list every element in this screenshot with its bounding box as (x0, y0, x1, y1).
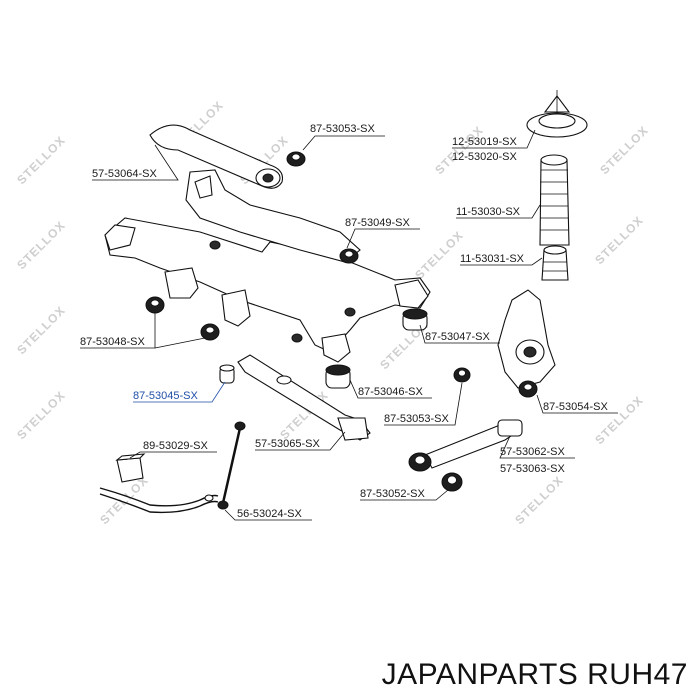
watermark-text: STELLOX (14, 133, 68, 187)
label-87-53047-SX: 87-53047-SX (419, 324, 500, 344)
label-87-53046-SX: 87-53046-SX (349, 379, 432, 399)
watermark-text: STELLOX (14, 218, 68, 272)
label-57-53062-SX: 57-53062-SX (499, 435, 575, 459)
watermark-text: STELLOX (592, 213, 646, 267)
part-number: 57-53065-SX (255, 438, 320, 450)
part-number: 87-53054-SX (543, 401, 608, 413)
lower-arm-drawing (408, 419, 523, 472)
label-12-53020-SX: 12-53020-SX (452, 151, 517, 163)
watermark-text: STELLOX (14, 303, 68, 357)
part-number: 57-53063-SX (500, 463, 565, 475)
strut-mount-drawing (526, 90, 588, 138)
knuckle-drawing (497, 289, 556, 389)
watermark-text: STELLOX (412, 228, 466, 282)
part-number: 89-53029-SX (143, 440, 208, 452)
label-87-53052-SX: 87-53052-SX (360, 488, 449, 501)
bushing-drawing (441, 472, 463, 492)
part-number: 12-53020-SX (452, 151, 517, 163)
bushing-drawing (402, 308, 428, 331)
label-57-53065-SX: 57-53065-SX (255, 431, 346, 451)
part-number: 87-53052-SX (360, 488, 425, 500)
part-number: 11-53031-SX (460, 253, 525, 265)
stabilizer-bar-drawing (99, 487, 219, 514)
label-57-53063-SX: 57-53063-SX (500, 463, 565, 475)
lateral-arm-drawing (237, 354, 371, 441)
part-number: 87-53049-SX (345, 217, 410, 229)
watermark-text: STELLOX (512, 473, 566, 527)
bushing-drawing (453, 367, 471, 383)
subframe-drawing (104, 169, 431, 363)
part-number: 56-53024-SX (237, 508, 302, 520)
bushing-drawing (339, 248, 359, 264)
part-number: 57-53062-SX (500, 446, 565, 458)
label-87-53048-SX: 87-53048-SX (80, 312, 206, 349)
upper-arm-drawing (149, 124, 284, 189)
bushing-drawing (286, 151, 306, 167)
part-number: 87-53045-SX (133, 390, 198, 402)
dust-boot-drawing (539, 154, 570, 246)
part-number: 87-53048-SX (80, 336, 145, 348)
part-number: 87-53047-SX (425, 331, 490, 343)
bushing-drawing (219, 364, 235, 384)
watermark-text: STELLOX (597, 123, 651, 177)
watermark-text: STELLOX (14, 388, 68, 442)
label-56-53024-SX: 56-53024-SX (224, 508, 312, 521)
bushing-drawing (200, 323, 220, 341)
part-number: 87-53053-SX (310, 123, 375, 135)
label-11-53030-SX: 11-53030-SX (456, 204, 541, 219)
bushing-drawing (325, 364, 351, 389)
part-number: 11-53030-SX (456, 206, 521, 218)
stabilizer-link-drawing (217, 421, 246, 510)
bushing-drawing (518, 380, 538, 398)
label-87-53053-SX-top: 87-53053-SX (302, 123, 385, 151)
label-11-53031-SX: 11-53031-SX (460, 253, 543, 266)
part-number: 87-53046-SX (358, 386, 423, 398)
stabilizer-bushing-drawing (115, 453, 146, 483)
label-87-53054-SX: 87-53054-SX (536, 394, 618, 414)
label-87-53045-SX: 87-53045-SX (133, 381, 226, 403)
bump-stop-drawing (541, 245, 569, 281)
label-89-53029-SX: 89-53029-SX (129, 440, 217, 459)
brand-caption: JAPANPARTS RUH47 (381, 658, 688, 691)
label-12-53019-SX: 12-53019-SX (452, 129, 536, 149)
bushing-drawing (145, 296, 165, 314)
label-87-53049-SX: 87-53049-SX (345, 217, 420, 249)
part-number: 12-53019-SX (452, 136, 517, 148)
label-57-53064-SX: 57-53064-SX (92, 144, 179, 181)
label-87-53053-SX-mid: 87-53053-SX (384, 382, 463, 426)
part-number: 57-53064-SX (92, 168, 157, 180)
part-number: 87-53053-SX (384, 413, 449, 425)
